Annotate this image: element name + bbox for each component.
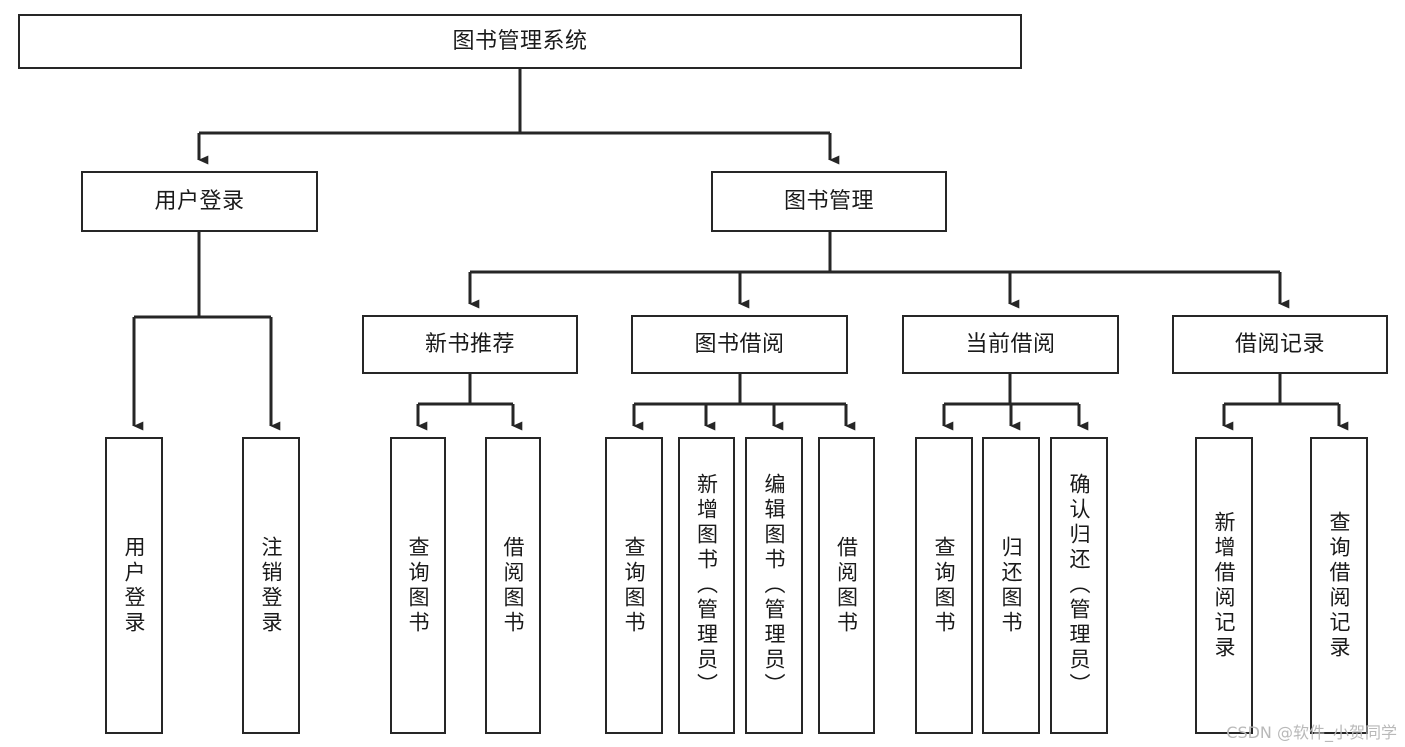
node-leaf-confirm-return-admin[interactable]: 确认归还（管理员） xyxy=(1050,437,1108,734)
node-user-login[interactable]: 用户登录 xyxy=(81,171,318,232)
node-label: 借阅图书 xyxy=(501,535,526,636)
node-root-book-management-system[interactable]: 图书管理系统 xyxy=(18,14,1022,69)
node-book-management[interactable]: 图书管理 xyxy=(711,171,947,232)
node-leaf-user-login[interactable]: 用户登录 xyxy=(105,437,163,734)
node-label: 用户登录 xyxy=(154,188,245,214)
node-current-borrow[interactable]: 当前借阅 xyxy=(902,315,1119,374)
node-label: 查询借阅记录 xyxy=(1327,510,1352,661)
node-label: 当前借阅 xyxy=(965,331,1056,357)
node-label: 用户登录 xyxy=(122,535,147,636)
node-leaf-logout[interactable]: 注销登录 xyxy=(242,437,300,734)
node-label: 借阅记录 xyxy=(1234,331,1325,357)
node-label: 查询图书 xyxy=(932,535,957,636)
node-label: 确认归还（管理员） xyxy=(1067,473,1092,698)
node-label: 查询图书 xyxy=(622,535,647,636)
node-label: 查询图书 xyxy=(406,535,431,636)
node-label: 新增图书（管理员） xyxy=(694,473,719,698)
node-new-book-recommendation[interactable]: 新书推荐 xyxy=(362,315,578,374)
node-leaf-query-borrow-record[interactable]: 查询借阅记录 xyxy=(1310,437,1368,734)
node-leaf-query-book-borrow[interactable]: 查询图书 xyxy=(605,437,663,734)
node-leaf-add-borrow-record[interactable]: 新增借阅记录 xyxy=(1195,437,1253,734)
node-leaf-borrow-book[interactable]: 借阅图书 xyxy=(818,437,875,734)
node-leaf-query-book-current[interactable]: 查询图书 xyxy=(915,437,973,734)
node-label: 新书推荐 xyxy=(424,331,515,357)
node-label: 图书管理系统 xyxy=(452,28,588,54)
node-book-borrow[interactable]: 图书借阅 xyxy=(631,315,848,374)
node-label: 编辑图书（管理员） xyxy=(762,473,787,698)
node-label: 归还图书 xyxy=(999,535,1024,636)
node-borrow-record[interactable]: 借阅记录 xyxy=(1172,315,1388,374)
node-label: 借阅图书 xyxy=(834,535,859,636)
node-leaf-edit-book-admin[interactable]: 编辑图书（管理员） xyxy=(745,437,803,734)
node-label: 新增借阅记录 xyxy=(1212,510,1237,661)
node-leaf-add-book-admin[interactable]: 新增图书（管理员） xyxy=(678,437,735,734)
node-label: 图书管理 xyxy=(783,188,874,214)
node-label: 图书借阅 xyxy=(694,331,785,357)
node-leaf-return-book[interactable]: 归还图书 xyxy=(982,437,1040,734)
node-leaf-query-book-newbook[interactable]: 查询图书 xyxy=(390,437,446,734)
node-leaf-borrow-book-newbook[interactable]: 借阅图书 xyxy=(485,437,541,734)
node-label: 注销登录 xyxy=(259,535,284,636)
watermark-text: CSDN @软件_小贺同学 xyxy=(1226,723,1397,742)
